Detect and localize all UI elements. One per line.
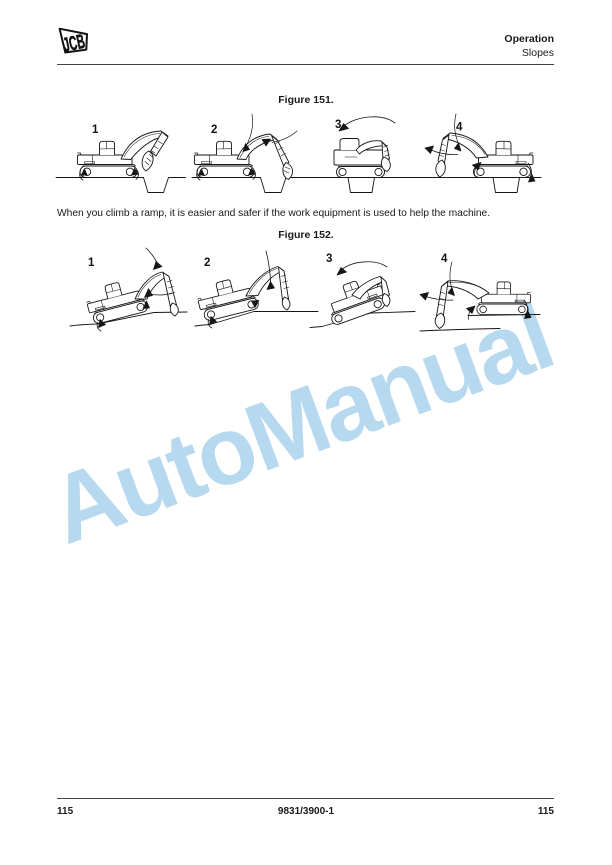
svg-text:2: 2 bbox=[211, 124, 217, 136]
svg-text:1: 1 bbox=[88, 257, 95, 269]
svg-text:4: 4 bbox=[456, 122, 463, 134]
svg-text:JCB: JCB bbox=[61, 30, 87, 56]
svg-text:3: 3 bbox=[335, 119, 341, 131]
svg-text:1: 1 bbox=[92, 124, 99, 136]
svg-text:4: 4 bbox=[441, 253, 448, 265]
svg-text:2: 2 bbox=[204, 257, 210, 269]
svg-text:3: 3 bbox=[326, 253, 332, 265]
